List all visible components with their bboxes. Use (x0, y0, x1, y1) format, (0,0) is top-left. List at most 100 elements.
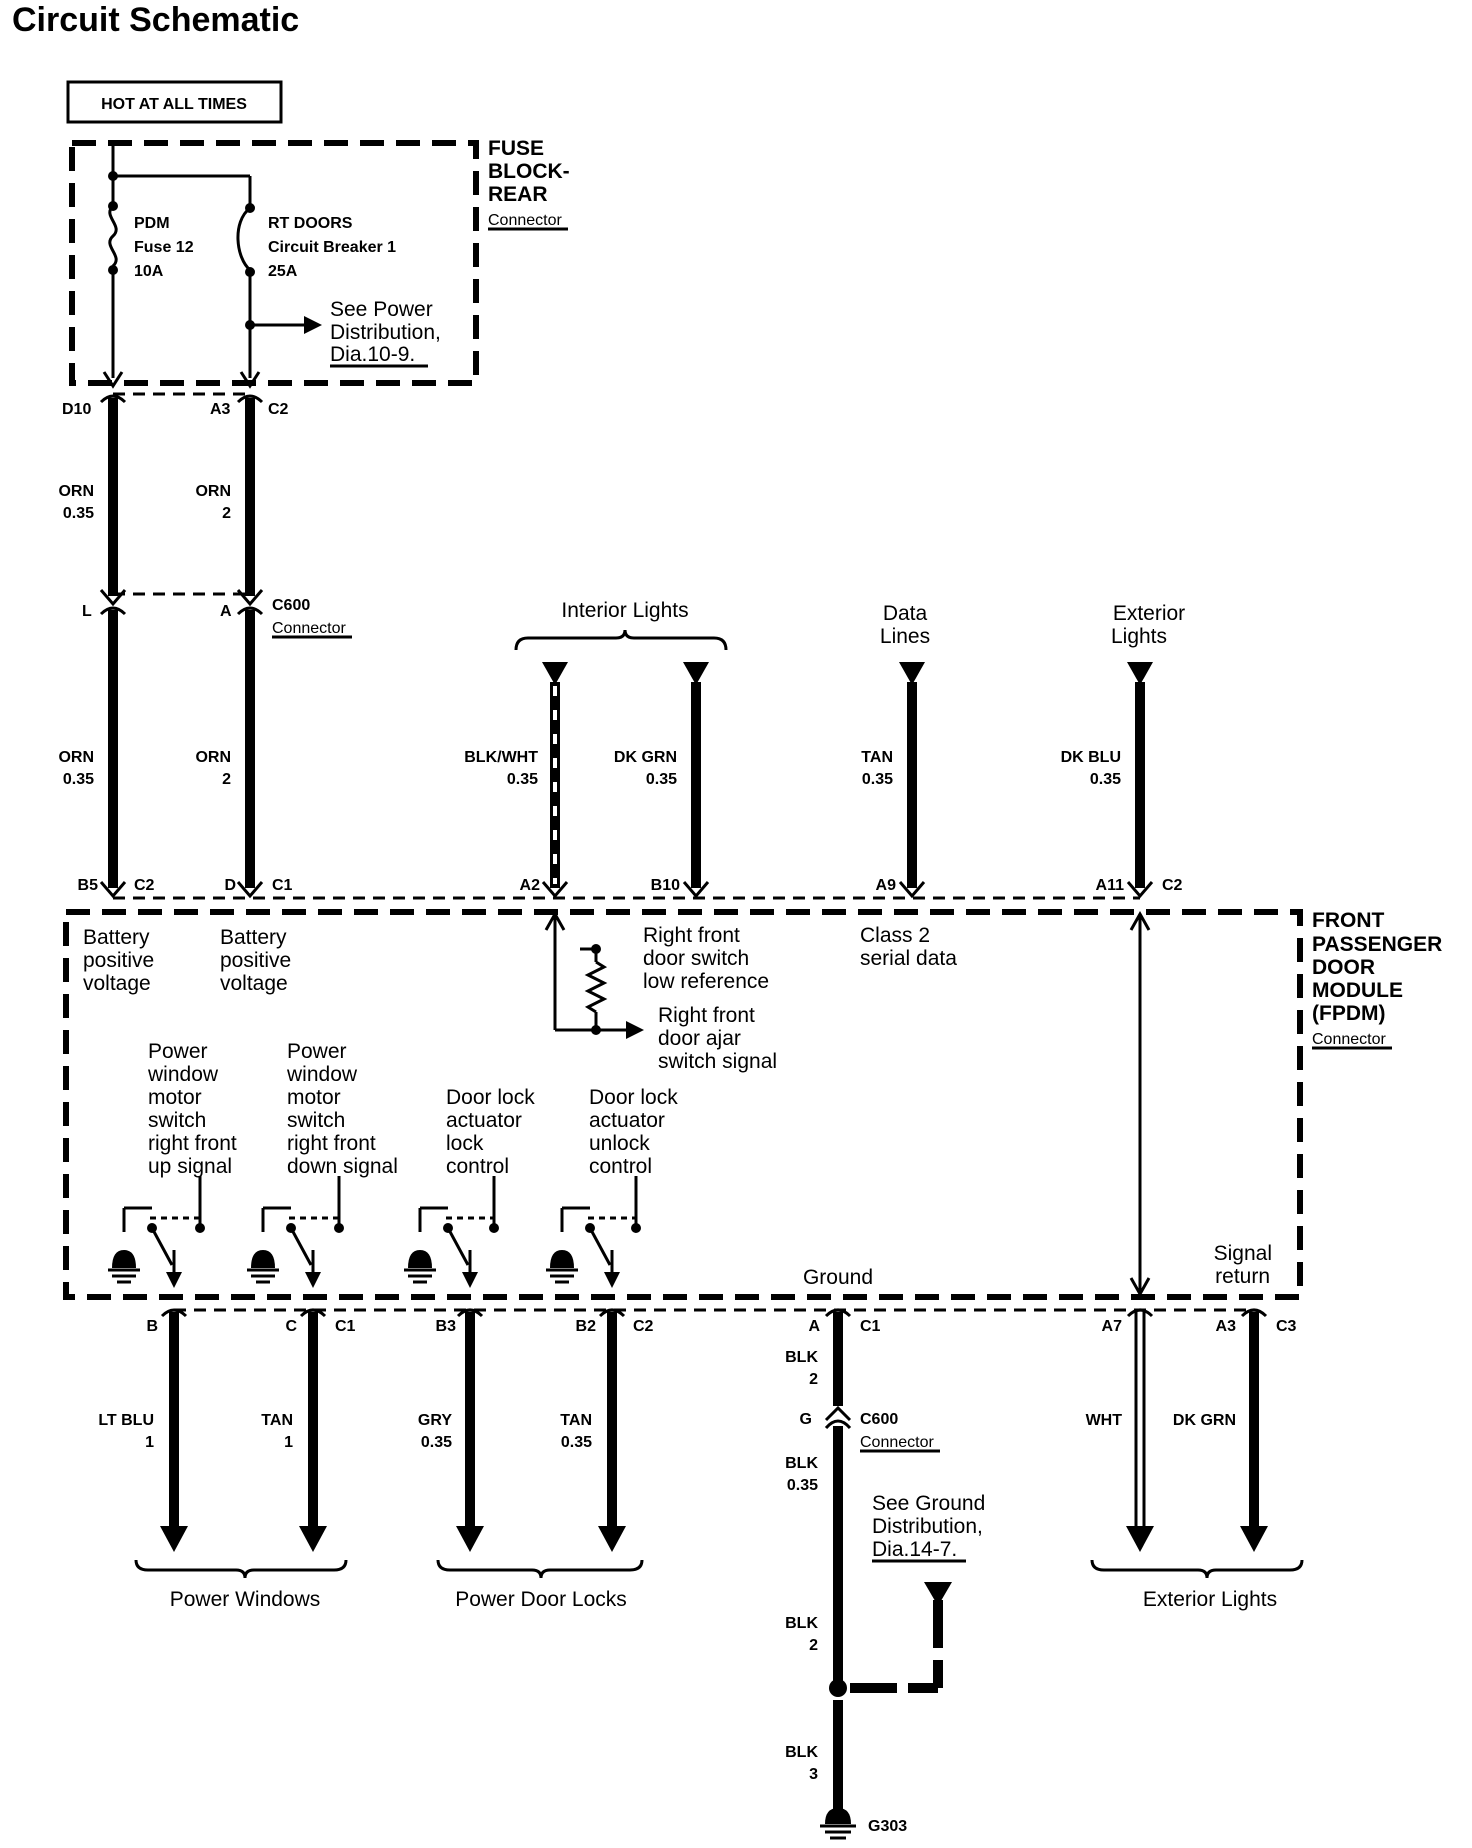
wire-label-blk-c: BLK (785, 1615, 818, 1632)
pin-b3: B3 (436, 1318, 457, 1335)
see-ground-link[interactable]: Dia.14-7. (872, 1538, 957, 1561)
interior-lights-offpage-icon-2 (683, 662, 709, 685)
fpdm-label-5: (FPDM) (1312, 1002, 1385, 1025)
door-ajar-arrow-icon (626, 1021, 644, 1039)
class2-label-1: Class 2 (860, 924, 930, 947)
switch2-label-3: motor (287, 1086, 341, 1109)
pin-b10: B10 (651, 877, 680, 894)
exterior-lights-top-label-1: Exterior (1113, 602, 1185, 625)
wire-label-blk-wht-size: 0.35 (507, 771, 538, 788)
wire-label-tan-top: TAN (861, 749, 893, 766)
wire-label-tan-1: TAN (261, 1412, 293, 1429)
fuse-block-connector-link: Connector (488, 212, 562, 229)
pin-c2-module: C2 (134, 877, 155, 894)
switch2-label-5: right front (287, 1132, 376, 1155)
hot-at-all-times-box (66, 80, 283, 124)
door-ajar-label-1: Right front (658, 1004, 755, 1027)
low-reference-label-3: low reference (643, 970, 769, 993)
wire-label-lt-blu: LT BLU (98, 1412, 154, 1429)
wire-label-dk-grn-top: DK GRN (614, 749, 677, 766)
pin-a11: A11 (1096, 877, 1125, 894)
switch3-label-4: control (446, 1155, 509, 1178)
pin-c2-top: C2 (268, 401, 289, 418)
fuse-12-label-2: Fuse 12 (134, 239, 194, 256)
wire-label-blk-b-size: 0.35 (787, 1477, 818, 1494)
fpdm-label-3: DOOR (1312, 956, 1375, 979)
wire-label-tan-top-size: 0.35 (862, 771, 893, 788)
ground-g303-label: G303 (868, 1818, 907, 1835)
switch4-label-1: Door lock (589, 1086, 678, 1109)
pin-c1-ground: C1 (860, 1318, 881, 1335)
fuse-12-symbol (108, 204, 118, 268)
c600-bottom-connector-link: Connector (860, 1434, 934, 1451)
wire-label-blk-b: BLK (785, 1455, 818, 1472)
switch3-label-2: actuator (446, 1109, 522, 1132)
fpdm-label-1: FRONT (1312, 909, 1384, 932)
power-windows-brace (134, 1559, 348, 1579)
switch1-label-3: motor (148, 1086, 202, 1109)
door-ajar-label-3: switch signal (658, 1050, 777, 1073)
wire-label-blk-a-size: 2 (809, 1371, 818, 1388)
switch2-label-6: down signal (287, 1155, 398, 1178)
low-reference-label-2: door switch (643, 947, 749, 970)
switch1-label-4: switch (148, 1109, 206, 1132)
pin-a9: A9 (876, 877, 897, 894)
wire-label-dk-grn-bottom: DK GRN (1173, 1412, 1236, 1429)
power-windows-label: Power Windows (170, 1588, 321, 1611)
fuse-12-label-3: 10A (134, 263, 164, 280)
circuit-breaker-label-2: Circuit Breaker 1 (268, 239, 396, 256)
pin-a2: A2 (520, 877, 541, 894)
wire-label-blk-a: BLK (785, 1349, 818, 1366)
interior-lights-brace (514, 629, 728, 651)
battery-positive-label-2b: positive (220, 949, 291, 972)
door-unlock-switch-icon (546, 1176, 641, 1288)
wire-label-lt-blu-size: 1 (145, 1434, 154, 1451)
pin-a-ground: A (808, 1318, 820, 1335)
c600-bottom-label: C600 (860, 1411, 898, 1428)
wire-label-orn-2-b: ORN (195, 749, 231, 766)
power-door-locks-brace (436, 1559, 644, 1579)
pin-c2-bottom: C2 (633, 1318, 654, 1335)
battery-positive-label-1a: Battery (83, 926, 150, 949)
ground-label: Ground (803, 1266, 873, 1289)
pin-b: B (146, 1318, 158, 1335)
fuse-block-label-2: BLOCK- (488, 160, 570, 183)
wire-label-tan-035: TAN (560, 1412, 592, 1429)
pin-c: C (285, 1318, 297, 1335)
see-ground-label-1: See Ground (872, 1492, 985, 1515)
circuit-breaker-label-1: RT DOORS (268, 215, 353, 232)
pin-d10: D10 (62, 401, 91, 418)
c600-top-connector-link: Connector (272, 620, 346, 637)
c600-pin-g: G (800, 1411, 812, 1428)
fpdm-label-4: MODULE (1312, 979, 1403, 1002)
c600-pin-l: L (82, 603, 92, 620)
wire-label-blk-c-size: 2 (809, 1637, 818, 1654)
switch4-label-4: control (589, 1155, 652, 1178)
switch3-label-3: lock (446, 1132, 484, 1155)
wire-label-blk-d: BLK (785, 1744, 818, 1761)
circuit-breaker-label-3: 25A (268, 263, 298, 280)
wire-label-dk-grn-top-size: 0.35 (646, 771, 677, 788)
wire-label-orn-b: ORN (58, 749, 94, 766)
switch1-label-6: up signal (148, 1155, 232, 1178)
switch2-label-4: switch (287, 1109, 345, 1132)
pin-a3: A3 (210, 401, 231, 418)
pin-c1-bottom: C1 (335, 1318, 356, 1335)
exterior-lights-top-label-2: Lights (1111, 625, 1167, 648)
page-title: Circuit Schematic (12, 1, 299, 39)
c600-pin-a: A (220, 603, 232, 620)
fuse-12-label-1: PDM (134, 215, 170, 232)
fpdm-label-2: PASSENGER (1312, 933, 1442, 956)
data-lines-label-2: Lines (880, 625, 930, 648)
window-up-switch-icon (108, 1176, 205, 1288)
fuse-block-label-3: REAR (488, 183, 548, 206)
pin-b2: B2 (576, 1318, 597, 1335)
signal-return-label-2: return (1215, 1265, 1270, 1288)
pin-a7: A7 (1102, 1318, 1123, 1335)
interior-lights-offpage-icon (542, 662, 568, 685)
battery-positive-label-2a: Battery (220, 926, 287, 949)
see-power-link[interactable]: Dia.10-9. (330, 343, 415, 366)
battery-positive-label-1b: positive (83, 949, 154, 972)
pin-c3: C3 (1276, 1318, 1297, 1335)
